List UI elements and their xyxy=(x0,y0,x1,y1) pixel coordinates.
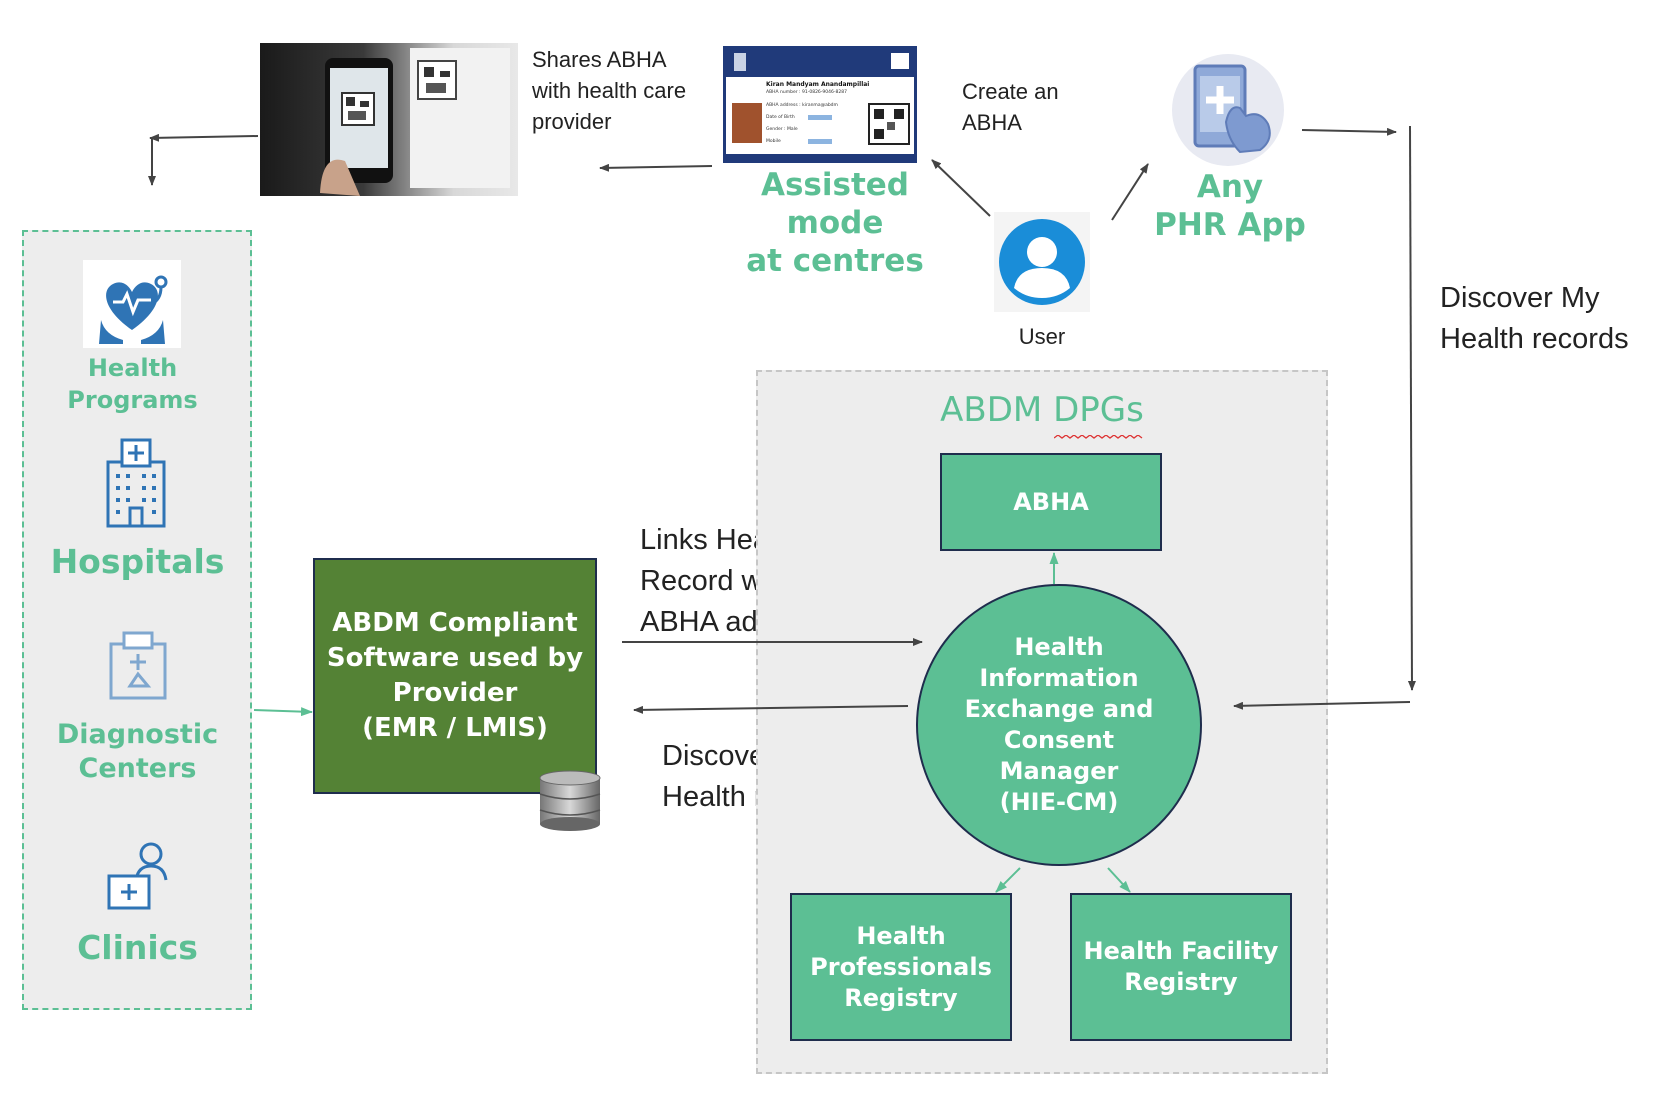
provider-software-box[interactable]: ABDM Compliant Software used by Provider… xyxy=(313,558,597,794)
arrow-hie-to-hpr xyxy=(995,867,1021,893)
arrow-phr-right xyxy=(1301,127,1397,136)
database-icon xyxy=(538,770,602,832)
hie-cm-circle[interactable]: Health Information Exchange and Consent … xyxy=(916,584,1202,866)
health-programs-icon xyxy=(83,260,181,348)
dpg-spellcheck-underline xyxy=(1053,428,1144,439)
diagnostic-centers-label: Diagnostic Centers xyxy=(56,719,219,784)
create-abha-text: Create an ABHA xyxy=(962,79,1059,135)
clinics-label: Clinics xyxy=(77,928,198,967)
phr-app-label: Any PHR App xyxy=(1154,169,1306,243)
abdm-dpg-title: ABDM DPGs xyxy=(940,390,1144,430)
health-programs-label: Health Programs xyxy=(67,354,198,414)
card-abha-address: ABHA address : kiranma@abdm xyxy=(766,103,838,108)
diagnostic-icon xyxy=(108,630,168,700)
shares-abha-text: Shares ABHA with health care provider xyxy=(532,47,687,134)
arrow-hie-to-hfr xyxy=(1107,867,1131,893)
arrow-panel-to-provider xyxy=(253,707,313,717)
clinic-icon xyxy=(106,840,170,910)
phr-app-icon[interactable] xyxy=(1170,52,1286,168)
arrow-user-to-phr xyxy=(1111,163,1149,221)
hospital-icon xyxy=(104,438,168,528)
arrow-right-down xyxy=(1407,125,1416,691)
card-gender: Gender : Male xyxy=(766,127,798,132)
hospitals-label: Hospitals xyxy=(50,542,225,581)
user-label: User xyxy=(1018,324,1066,349)
abha-card-image: Kiran Mandyam Anandampillai ABHA number … xyxy=(723,46,917,163)
phone-scan-image xyxy=(260,43,518,196)
user-icon[interactable] xyxy=(994,212,1090,312)
arrow-photo-to-left xyxy=(149,133,259,142)
assisted-mode-label: Assisted mode at centres xyxy=(746,167,924,279)
discover-records-right-text: Discover My Health records xyxy=(1440,282,1629,355)
card-abha-number: ABHA number : 91-0826-9046-8287 xyxy=(766,90,847,95)
arrow-right-to-hie xyxy=(1233,701,1411,710)
health-professionals-registry-box[interactable]: Health Professionals Registry xyxy=(790,893,1012,1041)
arrow-card-to-photo xyxy=(599,163,713,172)
card-mobile: Mobile xyxy=(766,139,781,144)
card-dob: Date of Birth xyxy=(766,115,795,120)
arrow-hie-to-provider xyxy=(633,705,909,714)
abha-box[interactable]: ABHA xyxy=(940,453,1162,551)
card-holder-name: Kiran Mandyam Anandampillai xyxy=(766,81,870,88)
health-facility-registry-box[interactable]: Health Facility Registry xyxy=(1070,893,1292,1041)
arrow-user-to-card xyxy=(931,159,991,217)
